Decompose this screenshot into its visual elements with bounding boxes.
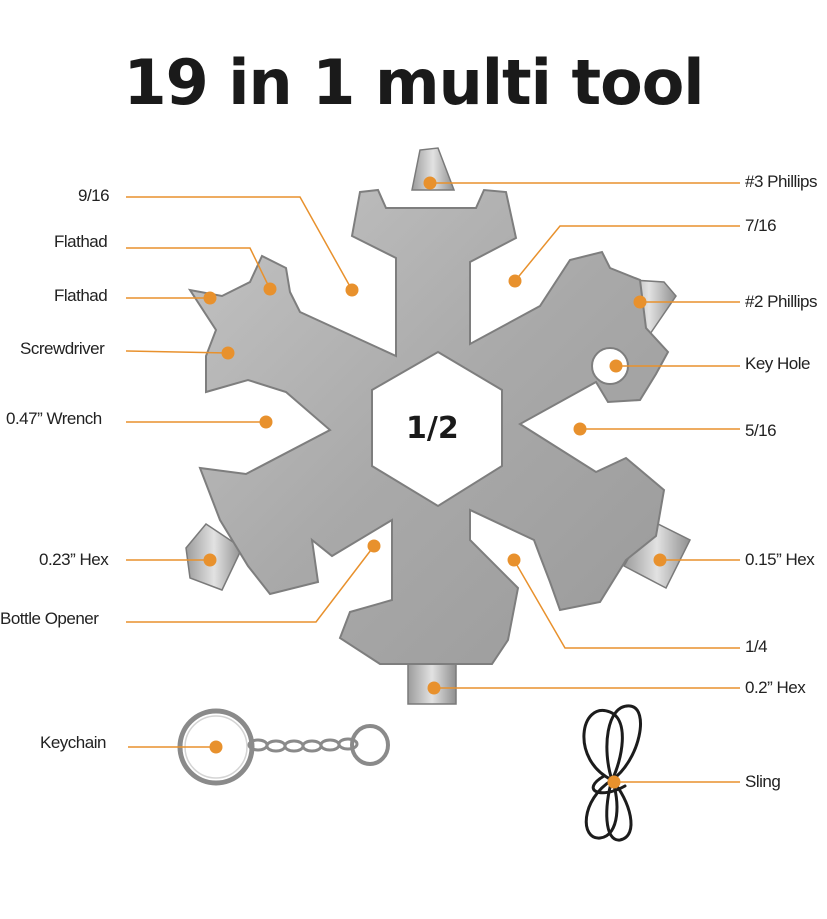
leader-lines <box>125 182 740 783</box>
leader-bottle-opener <box>126 545 375 623</box>
dot-wrench-047 <box>259 415 273 429</box>
label-phillips-3: #3 Phillips <box>745 172 818 191</box>
dot-1-4 <box>507 553 521 567</box>
dot-9-16 <box>345 283 359 297</box>
label-9-16: 9/16 <box>78 186 110 205</box>
label-flathad-2: Flathad <box>54 286 108 305</box>
label-sling: Sling <box>745 772 781 791</box>
label-flathad-1: Flathad <box>54 232 108 251</box>
center-wrench-label: 1/2 <box>406 411 459 446</box>
dot-7-16 <box>508 274 522 288</box>
dot-hex-015 <box>653 553 667 567</box>
label-key-hole: Key Hole <box>745 354 810 373</box>
dot-bottle-opener <box>367 539 381 553</box>
keychain-chain <box>247 737 359 753</box>
bit-top-phillips3 <box>411 147 456 191</box>
label-wrench-047: 0.47” Wrench <box>6 409 102 428</box>
dot-hex-02 <box>427 681 441 695</box>
label-bottle-opener: Bottle Opener <box>0 609 99 628</box>
label-dots <box>203 176 667 789</box>
label-phillips-2: #2 Phillips <box>745 292 818 311</box>
dot-flathad-1 <box>263 282 277 296</box>
dot-phillips-2 <box>633 295 647 309</box>
label-hex-015: 0.15” Hex <box>745 550 815 569</box>
label-5-16: 5/16 <box>745 421 777 440</box>
sling-illustration <box>582 704 642 842</box>
dot-keychain <box>209 740 223 754</box>
leader-flathad-1 <box>126 247 271 290</box>
dot-key-hole <box>609 359 623 373</box>
dot-flathad-2 <box>203 291 217 305</box>
label-screwdriver: Screwdriver <box>20 339 105 358</box>
dot-hex-023 <box>203 553 217 567</box>
label-hex-023: 0.23” Hex <box>39 550 109 569</box>
label-keychain: Keychain <box>40 733 106 752</box>
dot-5-16 <box>573 422 587 436</box>
page-title: 19 in 1 multi tool <box>123 46 704 119</box>
dot-phillips-3 <box>423 176 437 190</box>
label-hex-02: 0.2” Hex <box>745 678 806 697</box>
leader-9-16 <box>126 196 353 291</box>
leader-7-16 <box>514 225 740 282</box>
label-7-16: 7/16 <box>745 216 777 235</box>
leader-screwdriver <box>125 350 229 354</box>
dot-sling <box>607 775 621 789</box>
label-1-4: 1/4 <box>745 637 768 656</box>
leader-1-4 <box>513 559 740 649</box>
dot-screwdriver <box>221 346 235 360</box>
keychain-ring-small <box>350 724 390 766</box>
